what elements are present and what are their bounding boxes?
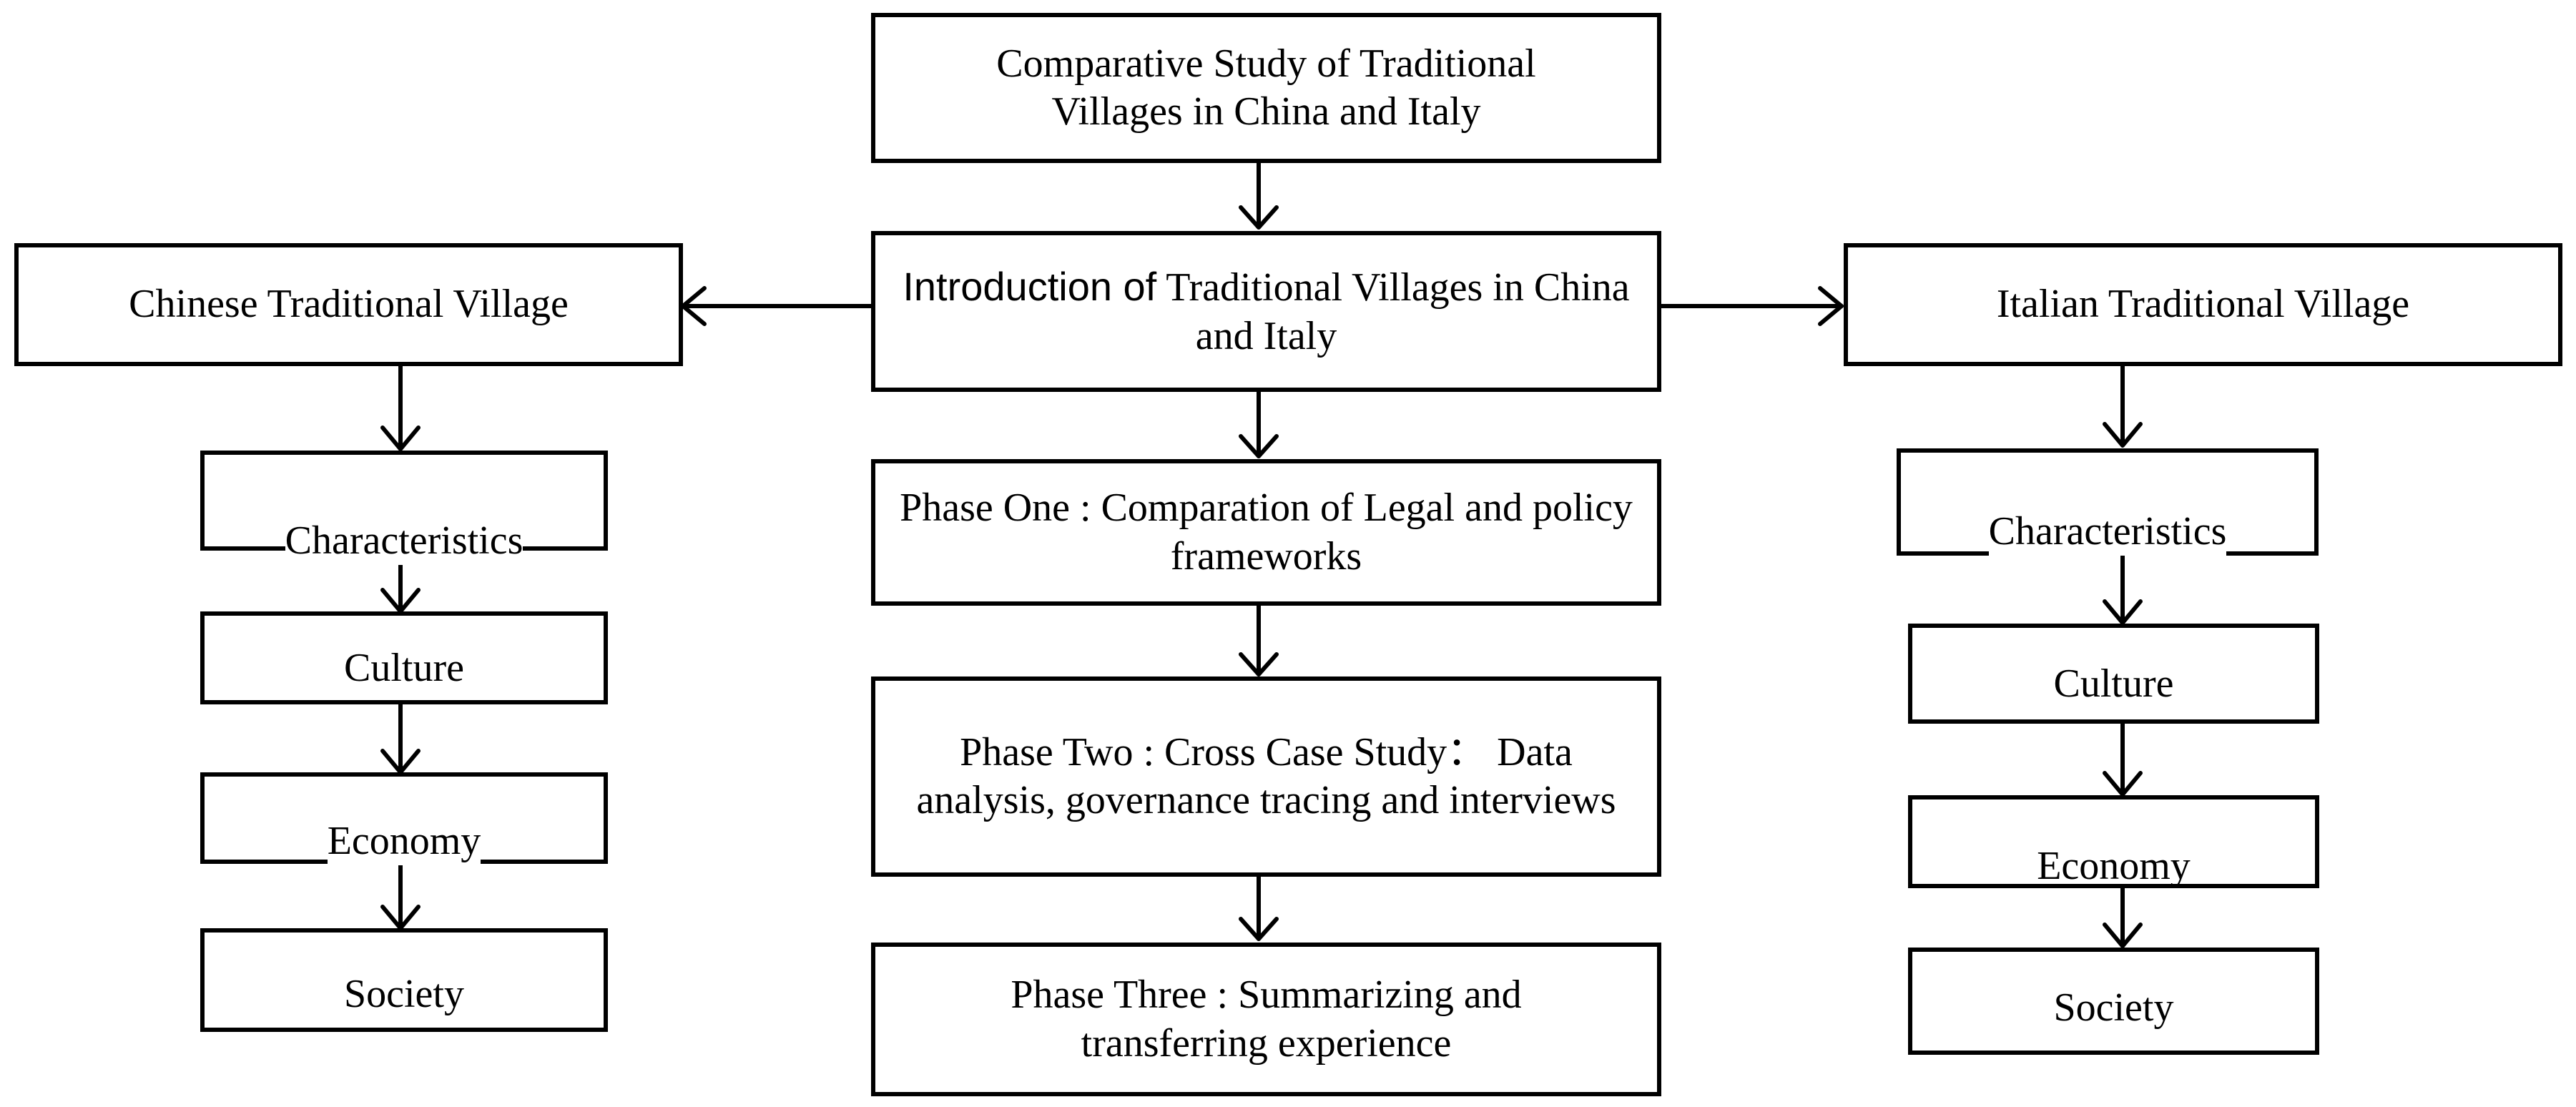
arrowhead-intro-to-italian [1818,286,1844,326]
top-title-text: Comparative Study of Traditional Village… [996,41,1536,134]
arrowhead-italian-to-characteristics [2103,422,2143,448]
arrowhead-right-culture-to-economy [2103,771,2143,797]
italian-village-title: Italian Traditional Village [1996,282,2410,327]
right-culture-label: Culture [2053,661,2174,707]
arrowhead-phase-one-to-two [1239,652,1279,676]
left-characteristics-label: Characteristics [285,516,523,565]
phase-two-text: Phase Two : Cross Case Study： Data analy… [916,729,1616,822]
right-characteristics-label: Characteristics [1988,507,2227,556]
chinese-village-box: Chinese Traditional Village [14,243,683,366]
intro-text: Introduction of Traditional Villages in … [895,262,1638,360]
phase-one-box: Phase One : Comparation of Legal and pol… [871,459,1661,606]
left-economy-box: Economy [200,772,608,865]
right-culture-box: Culture [1908,624,2319,724]
arrowhead-right-characteristics-to-culture [2103,599,2143,625]
intro-box: Introduction of Traditional Villages in … [871,231,1661,392]
phase-three-box: Phase Three : Summarizing and transferri… [871,943,1661,1096]
phase-one-text: Phase One : Comparation of Legal and pol… [900,486,1633,579]
arrowhead-right-economy-to-society [2103,923,2143,948]
right-society-box: Society [1908,948,2319,1055]
arrowhead-top-to-intro [1239,205,1279,230]
right-characteristics-box: Characteristics [1897,448,2319,556]
left-society-label: Society [344,971,464,1016]
right-economy-box: Economy [1908,795,2319,888]
right-society-label: Society [2053,985,2174,1030]
arrowhead-intro-to-phase-one [1239,434,1279,458]
right-economy-label: Economy [2037,844,2191,889]
chinese-village-title: Chinese Traditional Village [129,282,569,327]
intro-prefix-text: Introduction of [903,264,1157,310]
italian-village-box: Italian Traditional Village [1844,243,2562,366]
phase-three-text: Phase Three : Summarizing and transferri… [1011,973,1522,1066]
left-economy-label: Economy [327,817,481,865]
phase-two-box: Phase Two : Cross Case Study： Data analy… [871,676,1661,877]
left-society-box: Society [200,928,608,1032]
arrowhead-chinese-to-characteristics [380,425,421,451]
top-title-box: Comparative Study of Traditional Village… [871,13,1661,163]
left-culture-label: Culture [344,646,464,691]
left-culture-box: Culture [200,611,608,704]
left-characteristics-box: Characteristics [200,451,608,565]
intro-rest-text: Traditional Villages in China and Italy [1156,265,1630,358]
arrowhead-phase-two-to-three [1239,917,1279,941]
arrowhead-intro-to-chinese [681,286,707,326]
